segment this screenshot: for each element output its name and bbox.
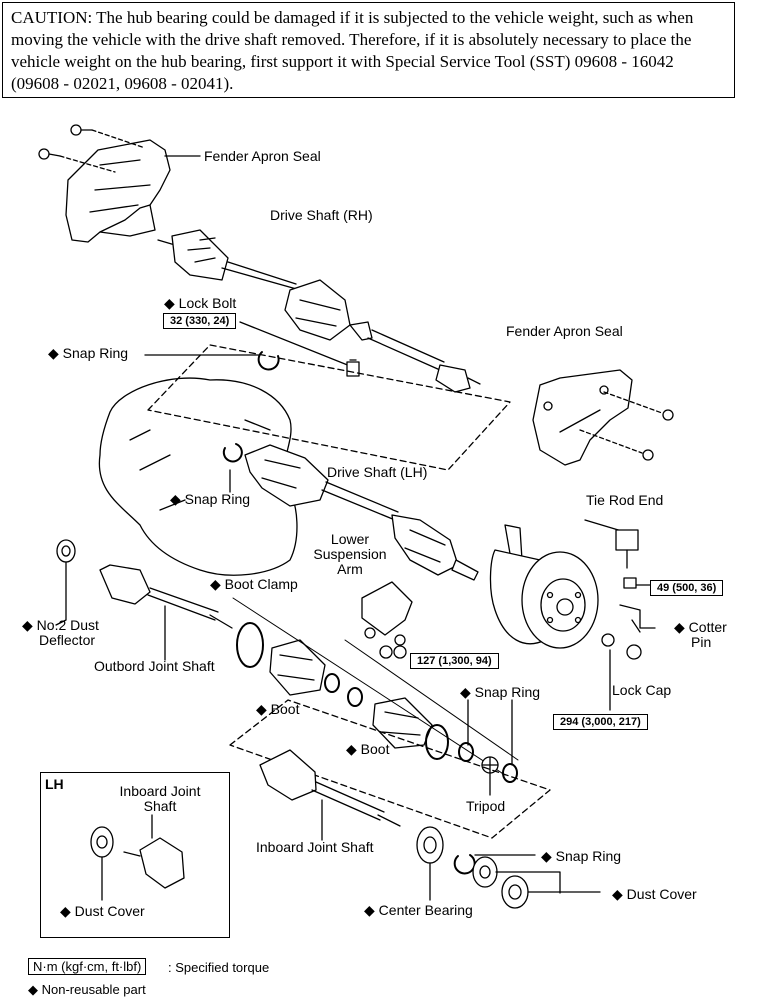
- legend-torque-text: : Specified torque: [168, 960, 270, 975]
- label-drive-shaft-rh: Drive Shaft (RH): [270, 207, 373, 223]
- label-snap-ring-4: ◆ Snap Ring: [541, 848, 622, 864]
- label-tie-rod-end: Tie Rod End: [586, 492, 664, 508]
- lock-bolt-part: [346, 359, 360, 377]
- label-no2-dust-deflector: ◆ No.2 Dust Deflector: [22, 617, 99, 648]
- label-dust-cover-lh: ◆ Dust Cover: [60, 903, 145, 919]
- bolt-fender-right: [642, 409, 674, 461]
- legend-torque-unit: N·m (kgf·cm, ft·lbf): [28, 958, 147, 975]
- bolt-fender-top-left: [38, 124, 93, 160]
- lh-inset-box: [40, 772, 230, 938]
- outbord-joint-shaft-part: [56, 539, 233, 629]
- label-boot-clamp: ◆ Boot Clamp: [210, 576, 298, 592]
- torque-tie-rod: 49 (500, 36): [650, 580, 724, 596]
- torque-hub-nut: 294 (3,000, 217): [553, 714, 648, 730]
- label-snap-ring-1: ◆ Snap Ring: [48, 345, 129, 361]
- tie-rod-end-part: [584, 519, 639, 569]
- boot-inner: [372, 697, 433, 749]
- boot-clamp-large: [236, 622, 264, 668]
- transaxle-outline: [98, 377, 298, 576]
- label-drive-shaft-lh: Drive Shaft (LH): [327, 464, 428, 480]
- steering-knuckle: [489, 524, 599, 649]
- label-lower-suspension-arm: Lower Suspension Arm: [313, 531, 387, 577]
- drive-shaft-lh: [244, 444, 479, 581]
- fender-apron-seal-left-part: [65, 139, 171, 243]
- label-inboard-joint-shaft: Inboard Joint Shaft: [256, 839, 374, 855]
- label-center-bearing: ◆ Center Bearing: [364, 902, 473, 918]
- label-fender-apron-seal-right: Fender Apron Seal: [506, 323, 623, 339]
- label-boot-2: ◆ Boot: [346, 741, 390, 757]
- label-lh: LH: [45, 776, 64, 792]
- label-cotter-pin: ◆ Cotter Pin: [674, 619, 727, 650]
- caution-box: CAUTION: The hub bearing could be damage…: [2, 2, 735, 98]
- drive-shaft-rh: [157, 229, 481, 393]
- nonreusable-marker: ◆: [164, 295, 175, 311]
- inboard-joint-shaft-part: [259, 749, 401, 827]
- legend-nonreusable: ◆ Non-reusable part: [28, 982, 146, 997]
- lower-suspension-arm-part: [361, 581, 413, 659]
- label-tripod: Tripod: [466, 798, 506, 814]
- label-snap-ring-2: ◆ Snap Ring: [170, 491, 251, 507]
- fender-apron-seal-right-part: [532, 369, 633, 466]
- boot-outer: [269, 639, 326, 696]
- label-dust-cover: ◆ Dust Cover: [612, 886, 697, 902]
- label-snap-ring-3: ◆ Snap Ring: [460, 684, 541, 700]
- tripod-part: [481, 756, 499, 774]
- lh-inset-parts: [90, 814, 185, 901]
- label-lock-cap: Lock Cap: [612, 682, 672, 698]
- torque-suspension-arm: 127 (1,300, 94): [410, 653, 499, 669]
- label-fender-apron-seal-top: Fender Apron Seal: [204, 148, 321, 164]
- label-outbord-joint-shaft: Outbord Joint Shaft: [94, 658, 215, 674]
- label-lock-bolt: ◆ Lock Bolt: [164, 295, 237, 311]
- label-inboard-joint-shaft-lh: Inboard Joint Shaft: [119, 783, 201, 814]
- label-boot-1: ◆ Boot: [256, 701, 300, 717]
- torque-lock-bolt: 32 (330, 24): [163, 313, 237, 329]
